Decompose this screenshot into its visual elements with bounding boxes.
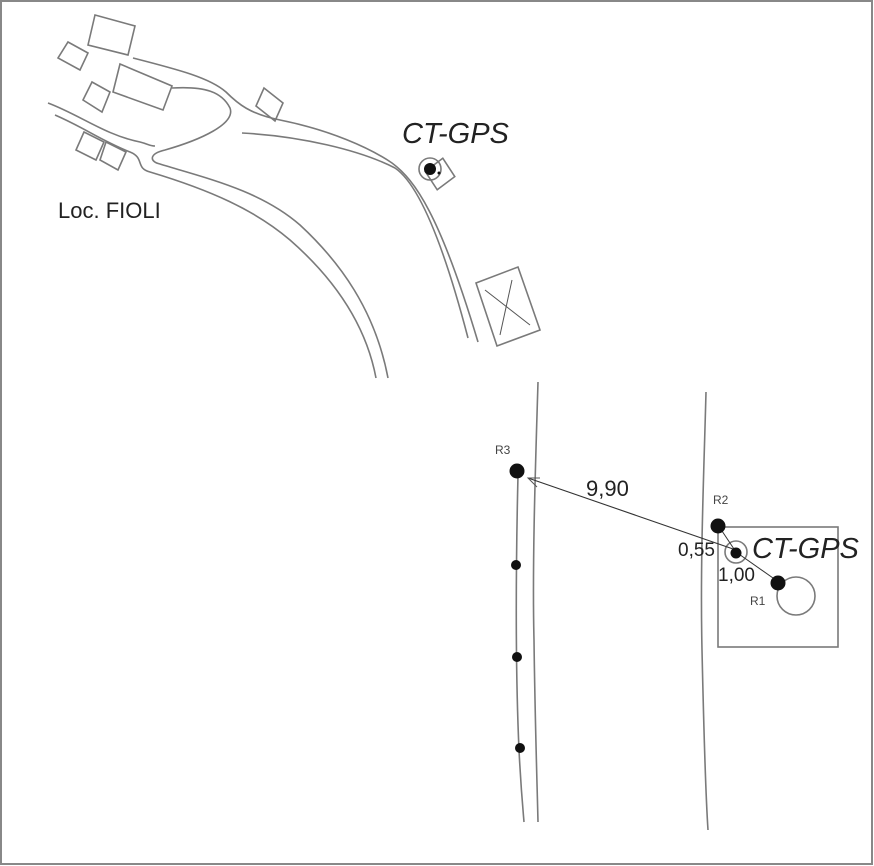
road-marker: [515, 743, 525, 753]
marker-r2: [710, 518, 726, 534]
road-edge: [54, 114, 377, 379]
sports-court: [474, 265, 542, 348]
road-edge: [241, 132, 469, 339]
road-edge: [532, 381, 539, 823]
road-marker: [512, 652, 522, 662]
distance-line-r1: [735, 551, 774, 579]
label-r1: R1: [750, 594, 766, 608]
building: [74, 130, 106, 162]
building: [87, 14, 136, 56]
distance-line-r3: [527, 477, 737, 551]
distance-r3: 9,90: [586, 476, 629, 501]
label-r3: R3: [495, 443, 511, 457]
road-edge: [700, 391, 709, 831]
road-edge: [47, 102, 156, 147]
station-top-label: CT-GPS: [402, 118, 509, 150]
building: [255, 86, 284, 123]
label-r2: R2: [713, 493, 729, 507]
station-detail-label: CT-GPS: [752, 533, 859, 565]
building: [99, 140, 128, 172]
building: [56, 40, 90, 72]
locality-label: Loc. FIOLI: [58, 198, 161, 223]
roads: [47, 57, 709, 831]
station-ring: [724, 540, 748, 564]
road-edge: [151, 86, 389, 379]
road-edge: [515, 474, 525, 823]
marker-ct-gps: [730, 547, 742, 559]
building: [81, 80, 112, 114]
building: [112, 62, 174, 112]
arrowhead: [526, 477, 540, 488]
distance-r2: 0,55: [678, 540, 715, 561]
distance-r1: 1,00: [718, 565, 755, 586]
road-edge: [132, 57, 479, 343]
marker-r1: [770, 575, 786, 591]
marker-r3: [509, 463, 525, 479]
enclosure-circle: [776, 576, 816, 616]
station-enclosure: [717, 526, 839, 648]
road-marker: [511, 560, 521, 570]
buildings: [56, 14, 284, 172]
gps-station-top: [418, 157, 456, 191]
